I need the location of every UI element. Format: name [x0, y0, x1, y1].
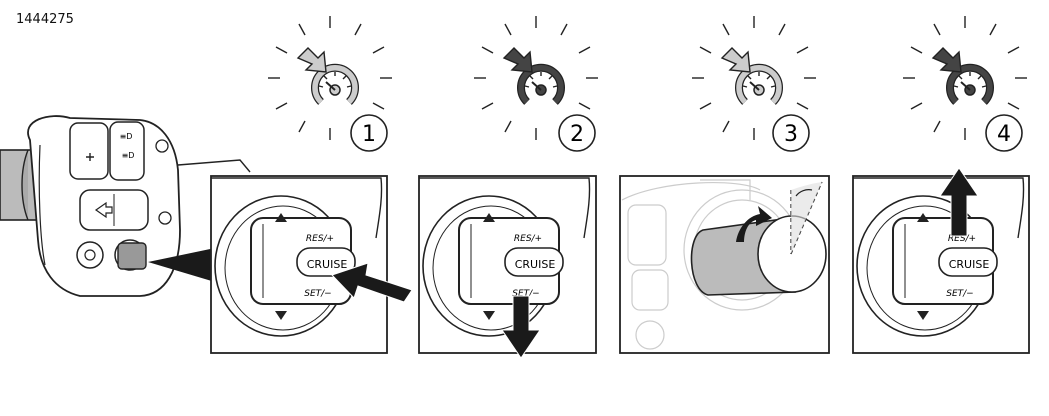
svg-text:≡D: ≡D	[120, 132, 133, 141]
step2-cruise-label: CRUISE	[515, 258, 556, 271]
step4-set-label: SET/−	[946, 289, 973, 299]
figure-id: 1444275	[16, 12, 74, 27]
step1-number-badge: 1	[350, 114, 388, 152]
step4-up-arrow	[939, 167, 979, 237]
step2-set-label: SET/−	[512, 289, 539, 299]
step4-number-badge: 4	[985, 114, 1023, 152]
step4-cruise-label: CRUISE	[949, 258, 990, 271]
step3-number: 3	[784, 122, 798, 147]
step1-press-arrow	[331, 262, 413, 303]
step4-res-label: RES/+	[948, 234, 976, 244]
step1-number: 1	[362, 122, 376, 147]
step1-res-label: RES/+	[306, 234, 334, 244]
step2-res-label: RES/+	[514, 234, 542, 244]
step1-panel: RES/+ CRUISE SET/−	[210, 175, 413, 354]
step3-panel	[619, 175, 830, 354]
handlebar-switchgear: ≡D ≡D	[0, 115, 251, 297]
step1-cruise-label: CRUISE	[307, 258, 348, 271]
step2-number-badge: 2	[558, 114, 596, 152]
step2-down-arrow	[501, 295, 541, 359]
step3-number-badge: 3	[772, 114, 810, 152]
step1-set-label: SET/−	[304, 289, 331, 299]
twist-arrow	[736, 206, 772, 242]
step2-panel: RES/+ CRUISE SET/−	[418, 175, 597, 359]
svg-text:≡D: ≡D	[122, 151, 135, 160]
step4-panel: RES/+ CRUISE SET/−	[852, 167, 1030, 354]
step4-number: 4	[997, 122, 1011, 147]
step2-number: 2	[570, 122, 584, 147]
